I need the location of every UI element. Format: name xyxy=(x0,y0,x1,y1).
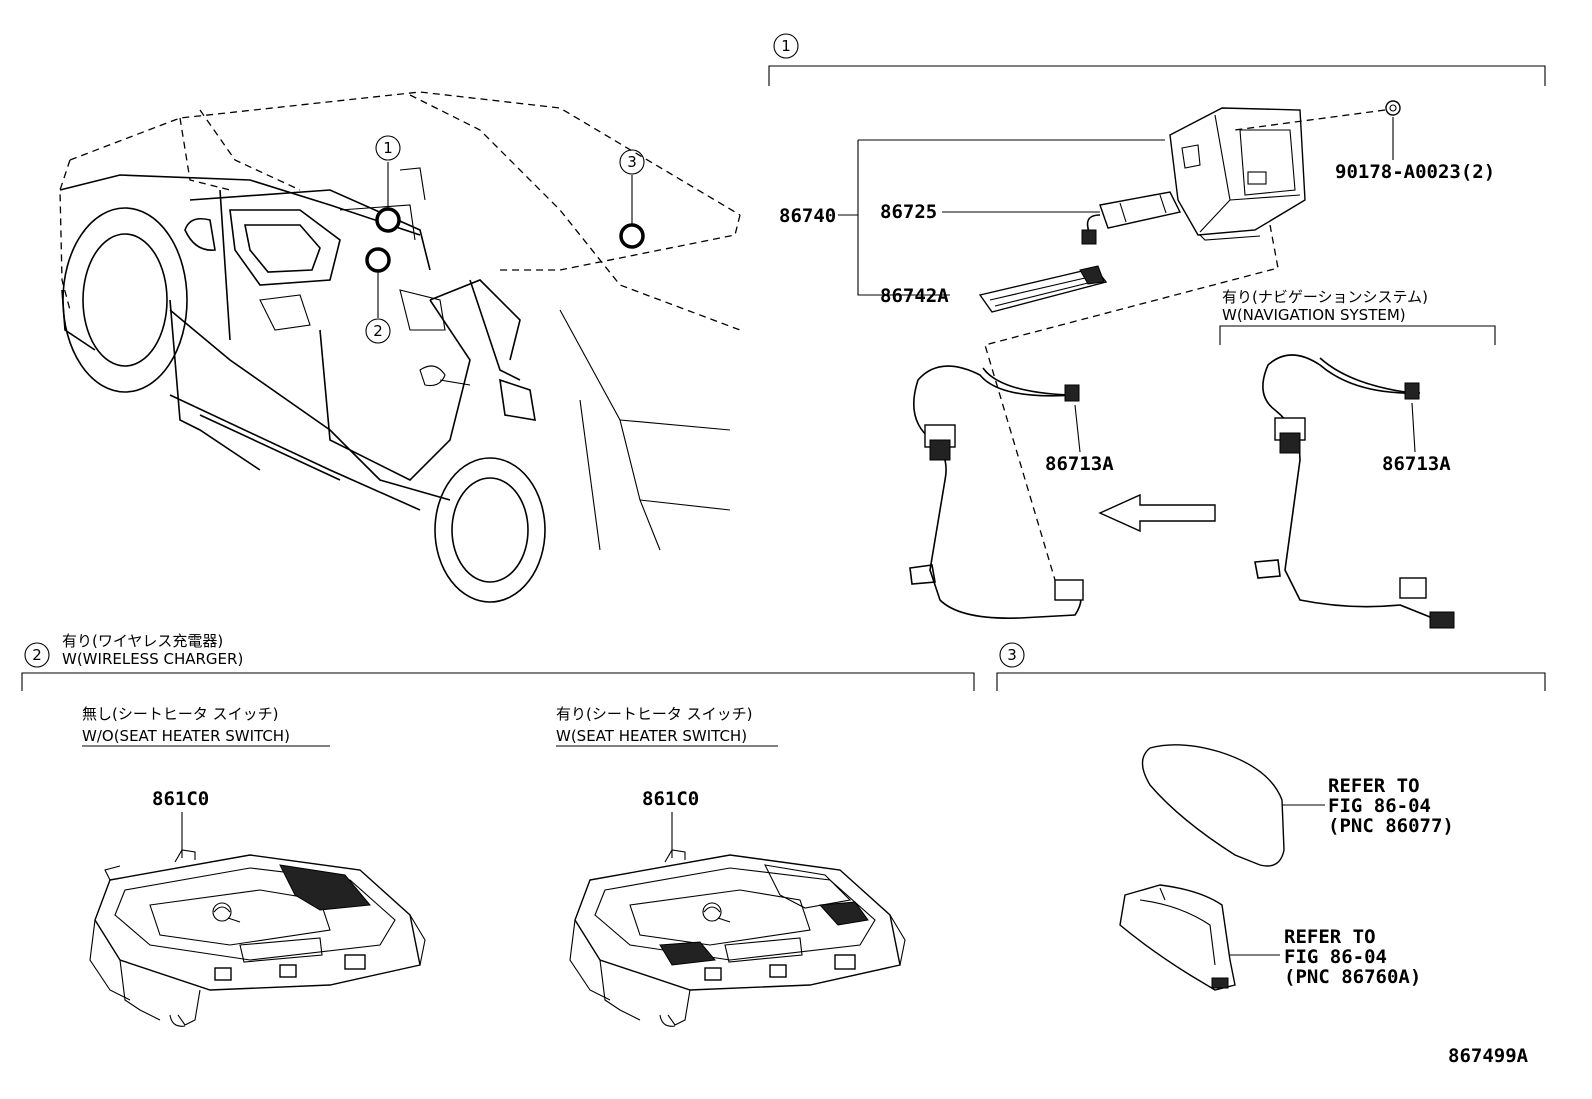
wireless-charging-icon-2 xyxy=(702,902,731,923)
vehicle-marker-2: 2 xyxy=(373,322,383,340)
part-86713A-left: 86713A xyxy=(1045,453,1114,475)
wireless-charging-icon xyxy=(212,902,241,923)
vehicle-marker-1: 1 xyxy=(383,139,393,157)
section-1-marker: 1 xyxy=(781,37,791,55)
ref2-line3: (PNC 86760A) xyxy=(1284,966,1421,988)
control-unit xyxy=(1169,107,1306,241)
wo-seat-jp: 無し(シートヒータ スイッチ) xyxy=(82,705,278,723)
harness-left: 86713A xyxy=(909,365,1114,619)
part-86742A: 86742A xyxy=(880,285,949,307)
part-90178: 90178-A0023(2) xyxy=(1335,161,1495,183)
module-86725 xyxy=(1081,191,1182,245)
ref1-line1: REFER TO xyxy=(1328,775,1420,797)
ref2-line1: REFER TO xyxy=(1284,926,1376,948)
connector-86742A xyxy=(978,265,1108,313)
w-seat-en: W(SEAT HEATER SWITCH) xyxy=(556,727,747,745)
ref2-line2: FIG 86-04 xyxy=(1284,946,1387,968)
nav-variant: 有り(ナビゲーションシステム) W(NAVIGATION SYSTEM) 867… xyxy=(1219,288,1496,629)
part-86725: 86725 xyxy=(880,201,937,223)
section-2-marker: 2 xyxy=(32,646,42,664)
ref1-line3: (PNC 86077) xyxy=(1328,815,1454,837)
arrow-left-icon xyxy=(1098,493,1216,533)
section-3: 3 REFER TO FIG 86-04 (PNC 86077) REFER T… xyxy=(996,642,1546,991)
part-861C0-right: 861C0 xyxy=(642,788,699,810)
variant-w-seat-heater: 有り(シートヒータ スイッチ) W(SEAT HEATER SWITCH) 86… xyxy=(556,705,906,1027)
nav-variant-en: W(NAVIGATION SYSTEM) xyxy=(1222,306,1406,324)
antenna-cover xyxy=(1141,744,1325,867)
part-86740: 86740 xyxy=(779,205,836,227)
section-1: 1 xyxy=(768,33,1546,629)
figure-id: 867499A xyxy=(1448,1045,1529,1067)
nut-90178 xyxy=(1234,100,1401,160)
w-seat-jp: 有り(シートヒータ スイッチ) xyxy=(556,705,752,723)
section-2-label-en: W(WIRELESS CHARGER) xyxy=(62,650,243,668)
ref1-line2: FIG 86-04 xyxy=(1328,795,1431,817)
vehicle-marker-3: 3 xyxy=(627,153,637,171)
part-861C0-left: 861C0 xyxy=(152,788,209,810)
section-2: 2 有り(ワイヤレス充電器) W(WIRELESS CHARGER) 無し(シー… xyxy=(21,632,975,1027)
part-86713A-right: 86713A xyxy=(1382,453,1451,475)
antenna-base xyxy=(1119,884,1280,991)
variant-wo-seat-heater: 無し(シートヒータ スイッチ) W/O(SEAT HEATER SWITCH) … xyxy=(82,705,426,1027)
section-2-label-jp: 有り(ワイヤレス充電器) xyxy=(62,632,223,650)
wo-seat-en: W/O(SEAT HEATER SWITCH) xyxy=(82,727,290,745)
section-3-marker: 3 xyxy=(1007,646,1017,664)
vehicle-overview: 1 2 3 xyxy=(59,91,741,603)
nav-variant-jp: 有り(ナビゲーションシステム) xyxy=(1222,288,1428,306)
